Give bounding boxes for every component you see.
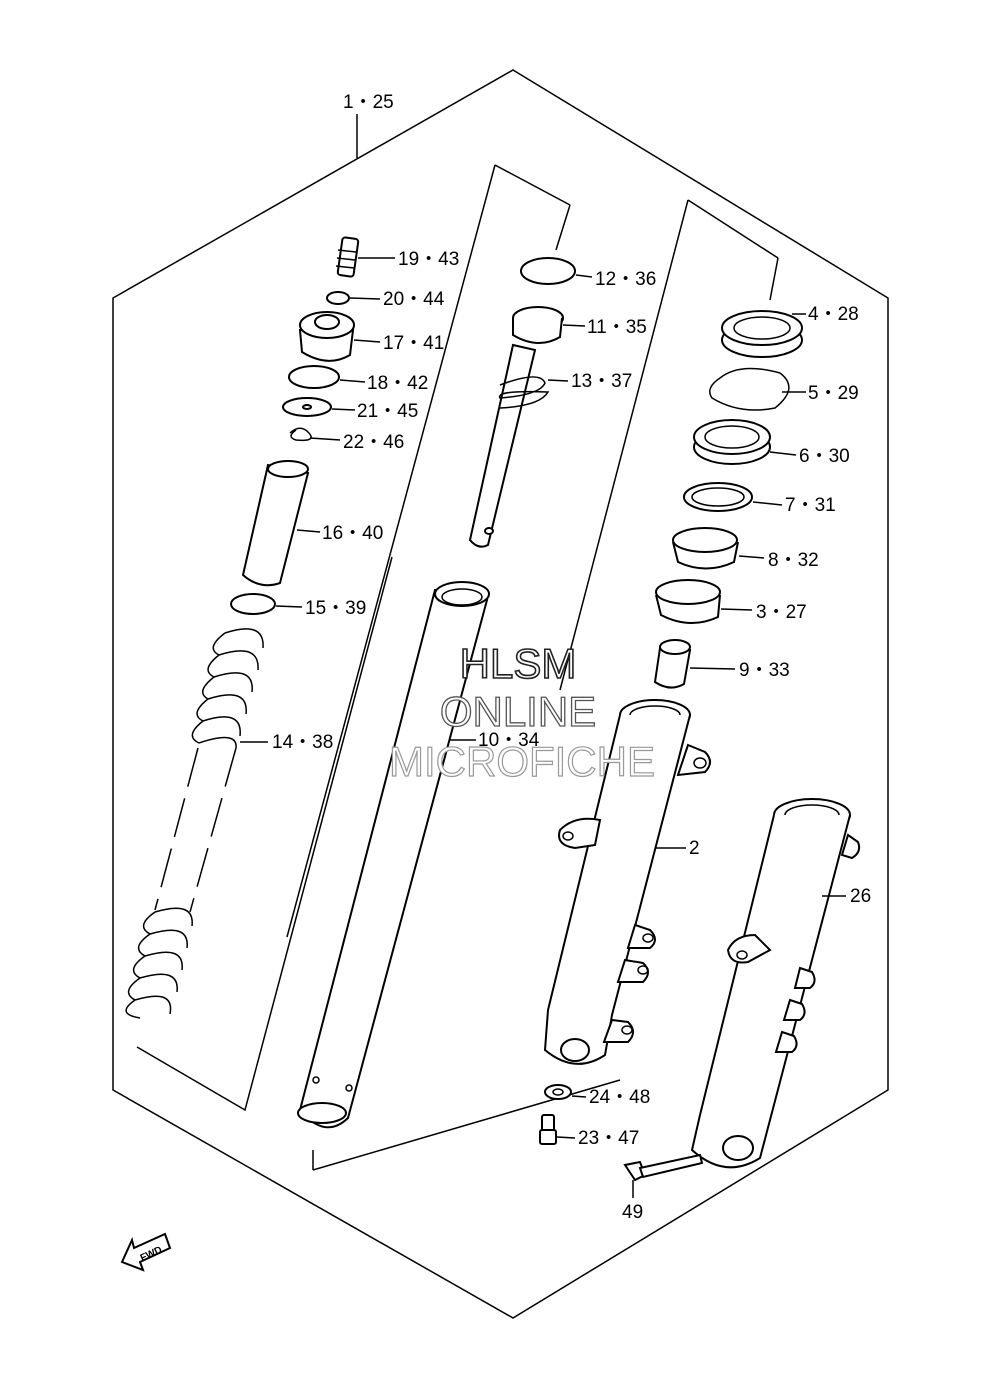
label-2: 2 <box>689 838 700 859</box>
part-oil-seal <box>693 419 771 465</box>
part-cap-bolt <box>298 311 355 362</box>
outer-frame <box>112 69 889 1319</box>
label-5-29: 5・29 <box>808 383 859 404</box>
label-24-48: 24・48 <box>589 1087 650 1108</box>
part-washer-15 <box>230 593 276 615</box>
part-washer-7 <box>683 482 753 512</box>
label-49: 49 <box>622 1202 643 1223</box>
label-21-45: 21・45 <box>357 401 418 422</box>
watermark-line-1: HLSM <box>460 640 577 687</box>
outer-tube-group-top <box>687 199 779 259</box>
label-23-47: 23・47 <box>578 1128 639 1149</box>
inner-tube-group-panel <box>286 164 496 938</box>
fwd-arrow-icon: FWD <box>120 1232 172 1272</box>
inner-tube-group-top <box>494 164 571 206</box>
part-bolt-23 <box>539 1114 557 1145</box>
inner-tube-group-edge <box>555 204 571 251</box>
label-6-30: 6・30 <box>799 446 850 467</box>
label-16-40: 16・40 <box>322 523 383 544</box>
label-20-44: 20・44 <box>383 289 445 310</box>
label-4-28: 4・28 <box>808 304 859 325</box>
part-axle-bolt <box>623 1153 704 1182</box>
part-outer-tube-right <box>690 798 861 1169</box>
part-ring-12 <box>520 257 576 285</box>
label-13-37: 13・37 <box>571 371 632 392</box>
part-inner-tube <box>297 581 490 1129</box>
part-outer-tube-left <box>543 699 711 1065</box>
part-slide-bushing-8 <box>672 527 739 570</box>
label-7-31: 7・31 <box>785 495 836 516</box>
outer-tube-group-left <box>559 199 689 691</box>
label-10-34: 10・34 <box>478 730 540 751</box>
label-8-32: 8・32 <box>768 550 819 571</box>
label-19-43: 19・43 <box>398 249 459 270</box>
label-17-41: 17・41 <box>383 333 444 354</box>
watermark-line-3: MICROFICHE <box>389 738 655 785</box>
part-adjuster-bolt <box>335 236 360 278</box>
part-fork-spring <box>125 628 264 1019</box>
part-spacer <box>241 460 310 587</box>
part-washer-21 <box>282 397 332 417</box>
bottom-group-line <box>312 1079 621 1171</box>
label-14-38: 14・38 <box>272 732 333 753</box>
watermark-line-2: ONLINE <box>440 688 596 735</box>
outer-tube-group-edge <box>769 257 779 301</box>
label-3-27: 3・27 <box>756 602 807 623</box>
part-stopper-ring <box>709 367 790 411</box>
part-rebound-spring <box>498 376 550 409</box>
label-22-46: 22・46 <box>343 432 404 453</box>
label-18-42: 18・42 <box>367 373 428 394</box>
label-26: 26 <box>850 886 871 907</box>
cartridge-group-panel <box>136 556 393 1112</box>
label-1-25: 1・25 <box>343 92 394 113</box>
label-11-35: 11・35 <box>587 317 647 338</box>
label-9-33: 9・33 <box>739 660 790 681</box>
part-oil-lock-piece <box>653 639 692 689</box>
label-15-39: 15・39 <box>305 598 366 619</box>
part-damper-rod <box>468 306 564 548</box>
part-o-ring-20 <box>326 291 350 305</box>
label-12-36: 12・36 <box>595 269 656 290</box>
part-slide-bushing-3 <box>655 579 721 624</box>
part-o-ring-18 <box>288 365 340 389</box>
part-washer-24 <box>544 1084 572 1100</box>
part-dust-seal <box>721 310 803 358</box>
part-circlip <box>289 427 312 442</box>
